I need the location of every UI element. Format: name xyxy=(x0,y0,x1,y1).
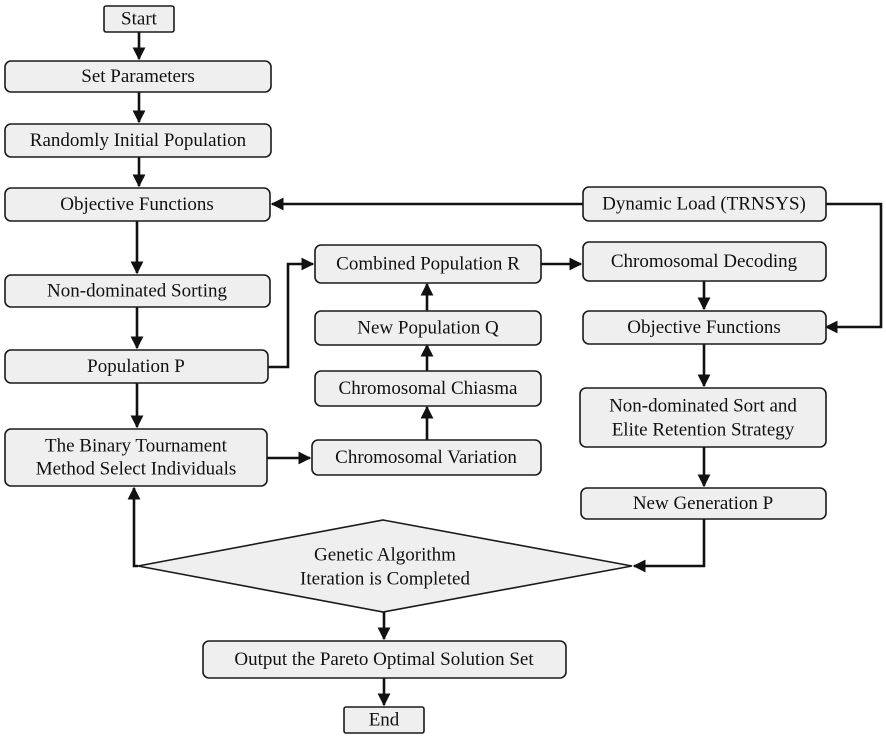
node-dynamic-load: Dynamic Load (TRNSYS) xyxy=(582,186,827,222)
node-nondominated-sorting: Non-dominated Sorting xyxy=(4,274,271,308)
node-tournament-label-line2: Method Select Individuals xyxy=(36,459,237,480)
node-set-parameters-label: Set Parameters xyxy=(81,66,194,87)
node-nondominated-elite-label-line2: Elite Retention Strategy xyxy=(612,420,795,441)
node-chromosomal-chiasma-label: Chromosomal Chiasma xyxy=(339,378,518,399)
node-tournament-label-line1: The Binary Tournament xyxy=(45,436,228,457)
node-chromosomal-decoding: Chromosomal Decoding xyxy=(582,241,827,282)
node-new-population-q-label: New Population Q xyxy=(357,318,499,339)
node-new-population-q: New Population Q xyxy=(314,310,542,346)
node-random-init: Randomly Initial Population xyxy=(4,123,272,158)
node-tournament: The Binary Tournament Method Select Indi… xyxy=(4,428,268,487)
node-objective-right: Objective Functions xyxy=(582,310,827,345)
node-end-label: End xyxy=(369,710,400,731)
node-objective-left: Objective Functions xyxy=(4,187,271,222)
node-end: End xyxy=(343,706,425,734)
node-chromosomal-variation-label: Chromosomal Variation xyxy=(335,447,517,468)
node-ga-check: Genetic Algorithm Iteration is Completed xyxy=(137,519,633,613)
node-nondominated-elite: Non-dominated Sort and Elite Retention S… xyxy=(579,387,827,448)
node-start: Start xyxy=(103,5,175,33)
node-combined-population: Combined Population R xyxy=(314,244,542,284)
node-nondominated-sorting-label: Non-dominated Sorting xyxy=(47,281,227,302)
node-objective-left-label: Objective Functions xyxy=(60,194,214,215)
node-chromosomal-chiasma: Chromosomal Chiasma xyxy=(314,370,542,407)
node-output-pareto: Output the Pareto Optimal Solution Set xyxy=(202,640,567,679)
node-dynamic-load-label: Dynamic Load (TRNSYS) xyxy=(602,194,806,215)
node-ga-check-label-line2: Iteration is Completed xyxy=(300,569,470,590)
node-objective-right-label: Objective Functions xyxy=(627,317,781,338)
edge-population-p-to-combined-r xyxy=(268,257,315,369)
edge-dynamic-load-to-objective-right xyxy=(824,202,883,334)
node-random-init-label: Randomly Initial Population xyxy=(30,130,247,151)
node-set-parameters: Set Parameters xyxy=(4,60,272,93)
node-start-label: Start xyxy=(121,9,158,30)
node-chromosomal-decoding-label: Chromosomal Decoding xyxy=(611,251,798,272)
node-population-p-label: Population P xyxy=(87,356,185,377)
node-new-generation: New Generation P xyxy=(580,487,827,520)
node-output-pareto-label: Output the Pareto Optimal Solution Set xyxy=(234,649,534,670)
node-nondominated-elite-label-line1: Non-dominated Sort and xyxy=(609,396,797,417)
node-new-generation-label: New Generation P xyxy=(633,493,773,514)
edge-new-generation-to-ga-check xyxy=(632,519,706,573)
node-chromosomal-variation: Chromosomal Variation xyxy=(311,439,542,476)
node-ga-check-label-line1: Genetic Algorithm xyxy=(314,545,456,566)
node-population-p: Population P xyxy=(4,349,269,384)
edge-ga-check-to-tournament xyxy=(127,486,141,568)
node-combined-population-label: Combined Population R xyxy=(336,254,520,275)
edges xyxy=(127,32,883,707)
